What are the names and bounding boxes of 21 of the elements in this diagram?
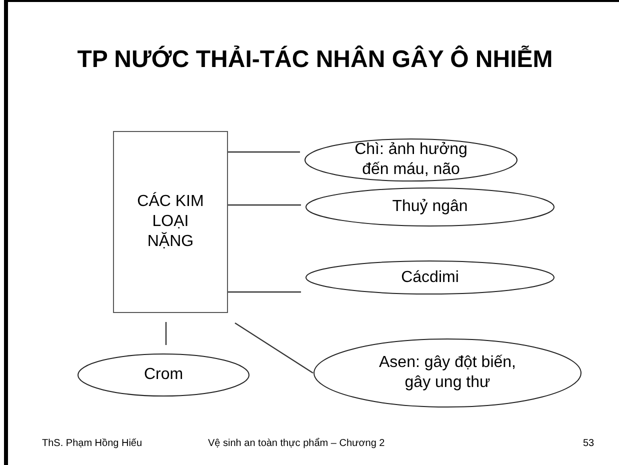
item-ellipse [313,338,582,408]
node-text: CÁC KIM LOẠI NẶNG [136,192,205,252]
node-text: Cácdimi [401,268,459,288]
connector-line [228,204,301,206]
footer-text: 53 [583,437,594,451]
item-ellipse [305,260,555,295]
node-text: Chì: ảnh hưởng đến máu, não [354,140,468,180]
footer-text: ThS. Phạm Hồng Hiếu [42,437,142,451]
connector-line [228,151,300,153]
node-text: Crom [144,365,184,385]
slide-title: TP NƯỚC THẢI-TÁC NHÂN GÂY Ô NHIỄM [76,44,554,75]
connector-line [234,322,314,374]
connector-line [165,322,167,345]
group-box [113,131,228,313]
footer-text: Vệ sinh an toàn thực phẩm – Chương 2 [208,436,385,451]
node-text: Thuỷ ngân [392,197,468,217]
item-ellipse [305,187,555,227]
node-text: Asen: gây đột biến, gây ung thư [378,353,517,393]
item-ellipse [304,138,518,182]
connector-line [228,291,301,293]
item-ellipse [77,353,250,397]
